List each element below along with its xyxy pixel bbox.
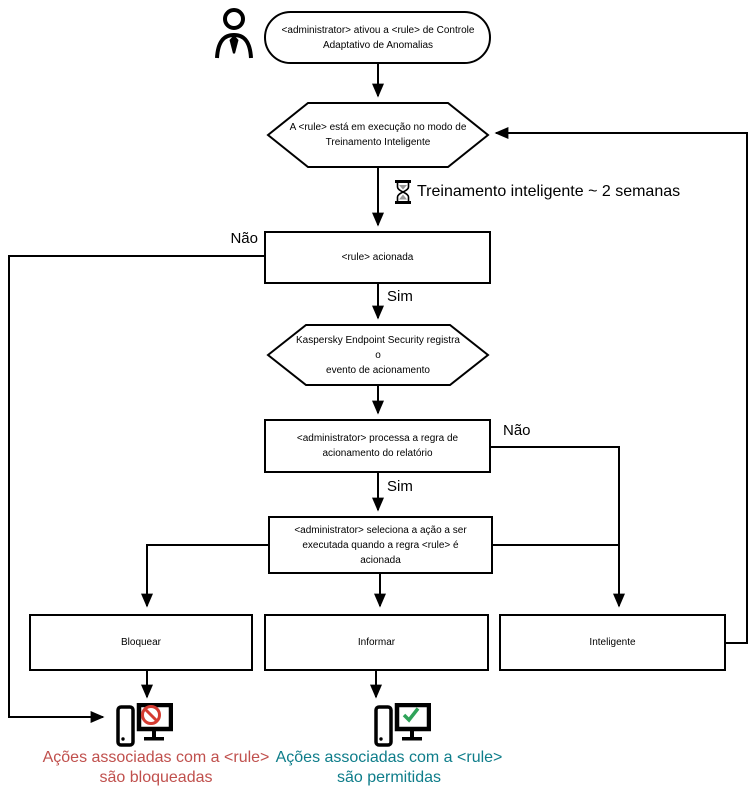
training-mode-label: A <rule> está em execução no modo de Tre… [289, 122, 467, 148]
edge-label-sim-report: Sim [387, 478, 413, 495]
outcome-allowed-text: Ações associadas com a <rule> são permit… [275, 749, 503, 786]
action-block-label: Bloquear [120, 637, 162, 648]
check-badge-icon [402, 707, 420, 723]
edge-label-sim-rule: Sim [387, 288, 413, 305]
kes-registers-label: Kaspersky Endpoint Security registra o e… [296, 334, 460, 376]
connector-admin-selects-to-block [141, 544, 269, 608]
edge-label-nao-report: Não [503, 422, 531, 439]
connectors [8, 63, 748, 723]
admin-processes-label: <administrator> processa a regra de acio… [296, 433, 459, 459]
rule-triggered-rect-shape [264, 231, 491, 284]
start-node-label: <administrator> ativou a <rule> de Contr… [281, 24, 475, 51]
edge-label-nao-rule: Não [230, 230, 258, 247]
node-shapes [29, 11, 726, 671]
computer-blocked-icon [116, 703, 173, 747]
action-inform-rect-shape [264, 614, 489, 671]
connector-rule-not-triggered-loop [8, 255, 265, 723]
hourglass-icon [395, 180, 411, 204]
computer-allowed-icon [374, 703, 431, 747]
admin-processes-rect-shape [264, 419, 491, 473]
outcome-blocked-text: Ações associadas com a <rule> são bloque… [42, 749, 270, 786]
connector-report-not-processed-to-smart [490, 446, 625, 608]
kes-registers-hexagon-shape [266, 324, 490, 386]
training-mode-hexagon-shape [266, 102, 490, 168]
connector-smart-feedback-to-training-mode [494, 127, 748, 644]
action-smart-label: Inteligente [589, 637, 636, 648]
training-duration-note: Treinamento inteligente ~ 2 semanas [417, 183, 681, 200]
action-smart-rect-shape [499, 614, 726, 671]
admin-selects-label: <administrator> seleciona a ação a ser e… [294, 524, 467, 566]
start-node-shape [264, 11, 491, 64]
person-icon [215, 8, 253, 59]
action-block-rect-shape [29, 614, 253, 671]
admin-selects-rect-shape [268, 516, 493, 574]
action-inform-label: Informar [357, 637, 396, 648]
rule-triggered-label: <rule> acionada [341, 252, 414, 263]
prohibition-badge-icon [141, 705, 161, 725]
